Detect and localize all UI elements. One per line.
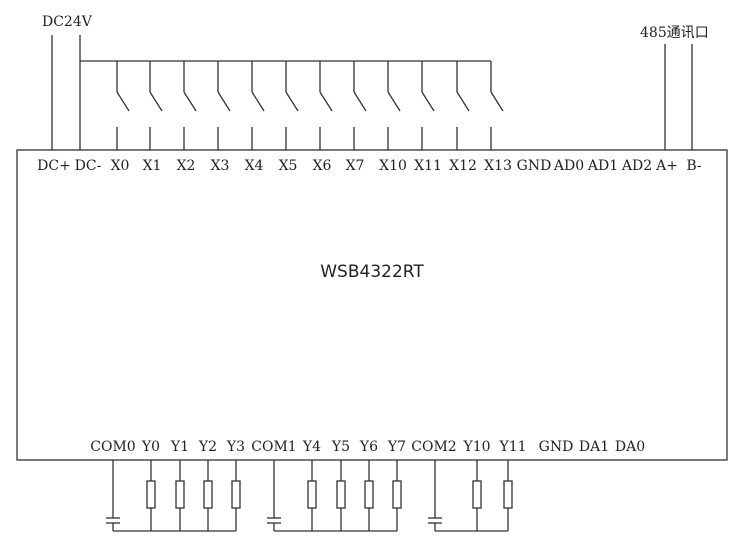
load-resistor-y2 — [203, 480, 213, 509]
switch-x6 — [319, 61, 333, 150]
terminal-y0: Y0 — [141, 439, 160, 455]
terminal-y5: Y5 — [331, 439, 350, 455]
terminal-ad2: AD2 — [621, 158, 652, 174]
terminal-ad0: AD0 — [553, 158, 584, 174]
switch-x7 — [353, 61, 367, 150]
module-body — [16, 149, 728, 461]
terminal-gnd-top: GND — [517, 158, 552, 174]
terminal-x12: X12 — [449, 158, 477, 174]
load-resistor-y11 — [503, 480, 513, 509]
terminal-b-minus: B- — [686, 158, 702, 174]
output-groups — [106, 460, 513, 532]
switch-x4 — [251, 61, 265, 150]
terminal-x0: X0 — [111, 158, 130, 174]
terminal-x10: X10 — [379, 158, 407, 174]
top-terminal-labels: DC+ DC- X0 X1 X2 X3 X4 X5 X6 X7 X10 X11 … — [37, 158, 702, 174]
terminal-x13: X13 — [484, 158, 512, 174]
terminal-y11: Y11 — [498, 439, 526, 455]
terminal-ad1: AD1 — [587, 158, 618, 174]
switch-x13 — [490, 61, 504, 150]
load-resistor-y6 — [364, 480, 374, 509]
switch-x1 — [149, 61, 163, 150]
terminal-x1: X1 — [143, 158, 162, 174]
terminal-da1: DA1 — [579, 439, 609, 455]
terminal-x3: X3 — [211, 158, 230, 174]
load-resistor-y7 — [392, 480, 402, 509]
switch-x0 — [116, 61, 130, 150]
terminal-y4: Y4 — [302, 439, 321, 455]
terminal-y1: Y1 — [170, 439, 189, 455]
load-resistor-y10 — [472, 480, 482, 509]
terminal-x4: X4 — [245, 158, 264, 174]
output-group-com2 — [428, 460, 513, 532]
terminal-da0: DA0 — [615, 439, 645, 455]
switch-x11 — [421, 61, 435, 150]
switch-x3 — [217, 61, 231, 150]
load-resistor-y1 — [175, 480, 185, 509]
terminal-y3: Y3 — [226, 439, 245, 455]
terminal-a-plus: A+ — [655, 158, 678, 174]
terminal-dc-minus: DC- — [75, 158, 102, 174]
load-resistor-y4 — [307, 480, 317, 509]
output-group-com1 — [267, 460, 402, 532]
load-resistor-y0 — [146, 480, 156, 509]
load-resistor-y5 — [336, 480, 346, 509]
switch-x10 — [387, 61, 401, 150]
terminal-y10: Y10 — [462, 439, 490, 455]
terminal-y2: Y2 — [198, 439, 217, 455]
input-switches — [116, 61, 504, 150]
terminal-dc-plus: DC+ — [37, 158, 71, 174]
switch-x5 — [285, 61, 299, 150]
terminal-com0: COM0 — [90, 439, 135, 455]
module-name: WSB4322RT — [320, 262, 424, 282]
terminal-x6: X6 — [313, 158, 332, 174]
power-label: DC24V — [42, 14, 93, 30]
terminal-x11: X11 — [414, 158, 442, 174]
switch-x2 — [183, 61, 197, 150]
terminal-gnd-bottom: GND — [539, 439, 574, 455]
terminal-x5: X5 — [279, 158, 298, 174]
terminal-com1: COM1 — [251, 439, 296, 455]
output-group-com0 — [106, 460, 241, 532]
terminal-y7: Y7 — [387, 439, 406, 455]
terminal-x2: X2 — [177, 158, 196, 174]
load-resistor-y3 — [231, 480, 241, 509]
switch-x12 — [456, 61, 470, 150]
comm-label: 485通讯口 — [640, 25, 709, 41]
terminal-com2: COM2 — [411, 439, 456, 455]
bottom-terminal-labels: COM0 Y0 Y1 Y2 Y3 COM1 Y4 Y5 Y6 Y7 COM2 Y… — [90, 439, 645, 455]
terminal-y6: Y6 — [359, 439, 378, 455]
terminal-x7: X7 — [346, 158, 365, 174]
